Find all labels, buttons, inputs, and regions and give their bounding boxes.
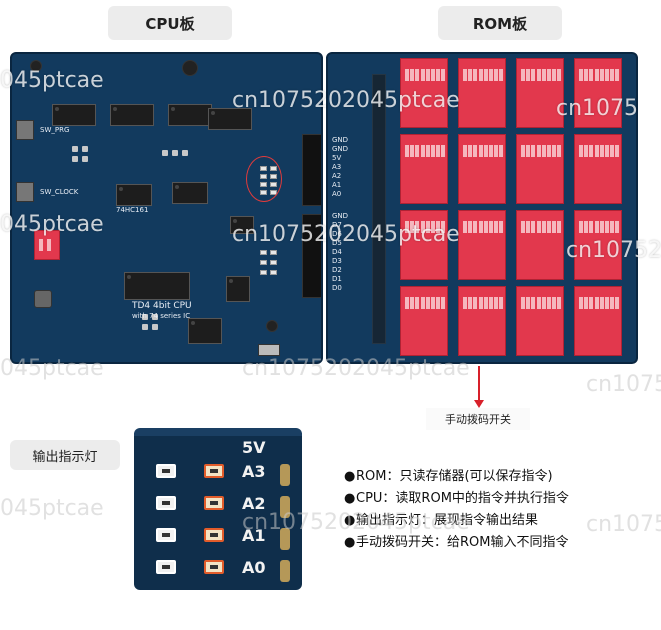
dip-switch <box>458 58 506 128</box>
led-icon <box>156 560 176 574</box>
led-icon <box>156 496 176 510</box>
side-switch <box>16 182 34 202</box>
watermark: 045ptcae <box>0 496 104 521</box>
ic-chip <box>188 318 222 344</box>
dip-switch <box>516 286 564 356</box>
arrow-line <box>478 366 480 402</box>
sw-prog-label: SW_PRG <box>40 126 70 134</box>
cpu-board-photo: SW_PRG SW_CLOCK TD4 4bit CPU with 74 ser… <box>10 52 323 364</box>
capacitor <box>182 60 198 76</box>
ic-chip <box>116 184 152 206</box>
dip-switch <box>516 134 564 204</box>
sw-clock-label: SW_CLOCK <box>40 188 79 196</box>
feature-list: ●ROM：只读存储器(可以保存指令) ●CPU：读取ROM中的指令并执行指令 ●… <box>344 466 654 554</box>
manual-switch-caption: 手动拨码开关 <box>426 408 530 430</box>
led-icon <box>204 496 224 510</box>
bullet-rom: ●ROM：只读存储器(可以保存指令) <box>344 469 553 484</box>
pin-header <box>302 134 321 206</box>
rom-board-label: ROM板 <box>438 6 562 40</box>
usb-port <box>258 344 280 356</box>
ic-chip <box>208 108 252 130</box>
mode-dip-switch <box>34 230 60 260</box>
ic-chip <box>110 104 154 126</box>
dip-switch <box>574 210 622 280</box>
led-icon <box>156 464 176 478</box>
ic-chip <box>124 272 190 300</box>
led-icon <box>204 464 224 478</box>
pin-label-a3: A3 <box>242 462 266 481</box>
ic-chip <box>172 182 208 204</box>
cpu-title-silk: TD4 4bit CPU <box>132 301 192 311</box>
capacitor <box>266 320 278 332</box>
pin-label-a2: A2 <box>242 494 266 513</box>
led-icon <box>204 560 224 574</box>
diode-column <box>372 74 386 344</box>
arrow-down-icon <box>474 400 484 408</box>
pin-label-a0: A0 <box>242 558 266 577</box>
dip-switch <box>400 58 448 128</box>
led-icon <box>156 528 176 542</box>
cpu-board-label: CPU板 <box>108 6 232 40</box>
capacitor <box>30 60 42 72</box>
chip-ref-silk: 74HC161 <box>116 206 149 214</box>
ic-chip <box>230 216 254 234</box>
dip-switch <box>400 210 448 280</box>
bullet-cpu: ●CPU：读取ROM中的指令并执行指令 <box>344 491 569 506</box>
dip-switch <box>516 58 564 128</box>
ic-chip <box>52 104 96 126</box>
side-switch <box>16 120 34 140</box>
bullet-output-led: ●输出指示灯：展现指令输出结果 <box>344 513 539 528</box>
cpu-subtitle-silk: with 74 series IC <box>132 312 191 320</box>
dip-switch <box>574 134 622 204</box>
watermark: cn1075 <box>586 372 661 397</box>
highlight-circle <box>246 156 282 202</box>
dip-switch <box>458 210 506 280</box>
led-closeup-photo: 5V A3 A2 A1 A0 <box>134 428 302 590</box>
output-led-label: 输出指示灯 <box>10 440 120 470</box>
pin-label-a1: A1 <box>242 526 266 545</box>
dip-switch <box>400 134 448 204</box>
zoom-5v-label: 5V <box>242 438 266 457</box>
led-icon <box>204 528 224 542</box>
dip-switch <box>458 286 506 356</box>
dip-switch <box>574 286 622 356</box>
pin-header <box>302 214 321 298</box>
bullet-manual-switch: ●手动拨码开关：给ROM输入不同指令 <box>344 535 569 550</box>
ic-chip <box>226 276 250 302</box>
ic-chip <box>168 104 212 126</box>
dip-switch <box>516 210 564 280</box>
reset-button <box>34 290 52 308</box>
dip-switch <box>458 134 506 204</box>
dip-switch <box>574 58 622 128</box>
dip-switch <box>400 286 448 356</box>
